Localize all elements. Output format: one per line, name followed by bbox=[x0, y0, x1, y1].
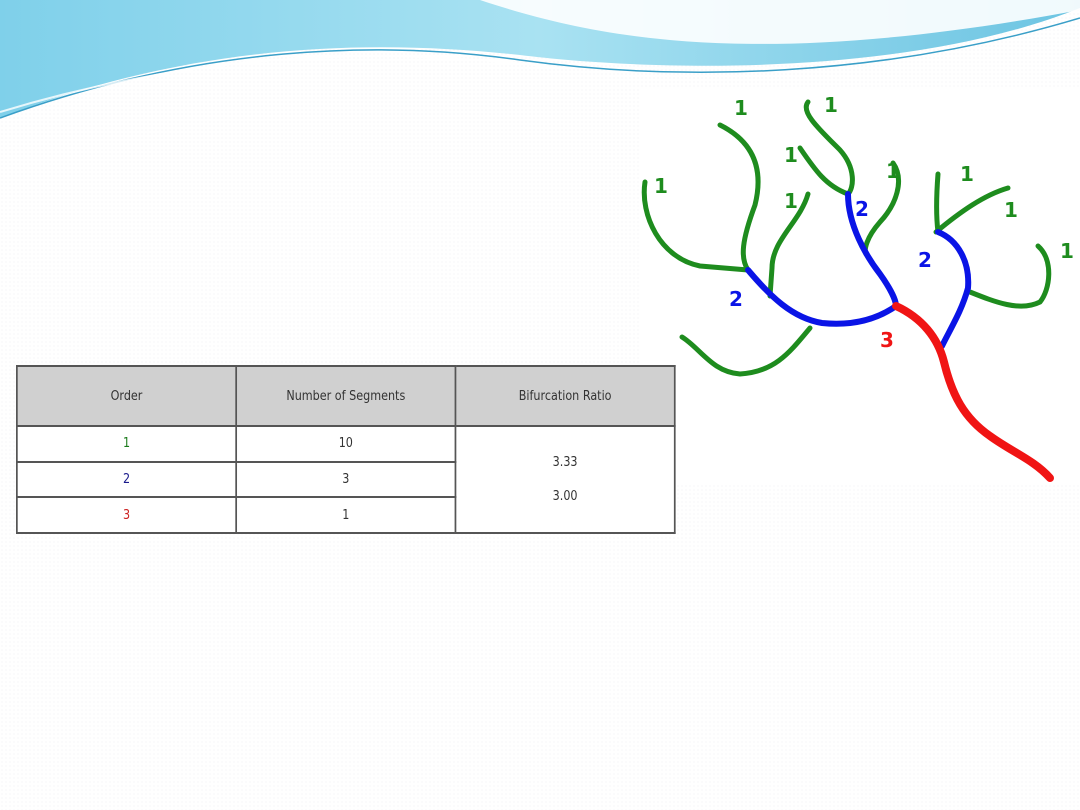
segments-cell: 1 bbox=[235, 496, 457, 534]
order-cell: 1 bbox=[16, 425, 238, 463]
header-order: Order bbox=[16, 365, 238, 427]
bifurcation-table: Order Number of Segments Bifurcation Rat… bbox=[16, 365, 676, 534]
label-order-2: 2 bbox=[918, 248, 932, 272]
label-order-1: 1 bbox=[734, 96, 748, 120]
order-2-streams bbox=[745, 191, 972, 349]
label-order-3: 3 bbox=[880, 328, 894, 352]
header-number-of-segments: Number of Segments bbox=[235, 365, 457, 427]
label-order-1: 1 bbox=[784, 189, 798, 213]
label-order-1: 1 bbox=[960, 162, 974, 186]
stream-order-diagram: 1 1 1 1 1 1 1 1 1 2 2 2 3 bbox=[640, 88, 1080, 483]
order-cell: 3 bbox=[16, 496, 238, 534]
table-row: 2 3 bbox=[16, 460, 675, 499]
ratio-value: 3.33 bbox=[552, 454, 578, 470]
label-order-1: 1 bbox=[886, 159, 900, 183]
segments-cell: 10 bbox=[235, 425, 457, 463]
header-wave-decoration bbox=[0, 0, 1080, 119]
label-order-1: 1 bbox=[654, 174, 668, 198]
ratio-cell: 3.33 3.00 bbox=[454, 425, 676, 534]
label-order-1: 1 bbox=[1060, 239, 1074, 263]
segments-cell: 3 bbox=[235, 460, 457, 499]
label-order-2: 2 bbox=[855, 197, 869, 221]
label-order-1: 1 bbox=[1004, 198, 1018, 222]
table-row: 1 10 3.33 3.00 bbox=[16, 425, 676, 534]
label-order-1: 1 bbox=[784, 143, 798, 167]
table-row: 3 1 bbox=[16, 496, 675, 534]
label-order-2: 2 bbox=[729, 287, 743, 311]
label-order-1: 1 bbox=[824, 93, 838, 117]
header-bifurcation-ratio: Bifurcation Ratio bbox=[454, 365, 676, 427]
order-3-stream bbox=[892, 302, 1054, 482]
ratio-value: 3.00 bbox=[552, 488, 578, 504]
order-1-streams bbox=[641, 99, 1052, 377]
table-header-row: Order Number of Segments Bifurcation Rat… bbox=[16, 365, 676, 427]
order-cell: 2 bbox=[16, 460, 238, 499]
